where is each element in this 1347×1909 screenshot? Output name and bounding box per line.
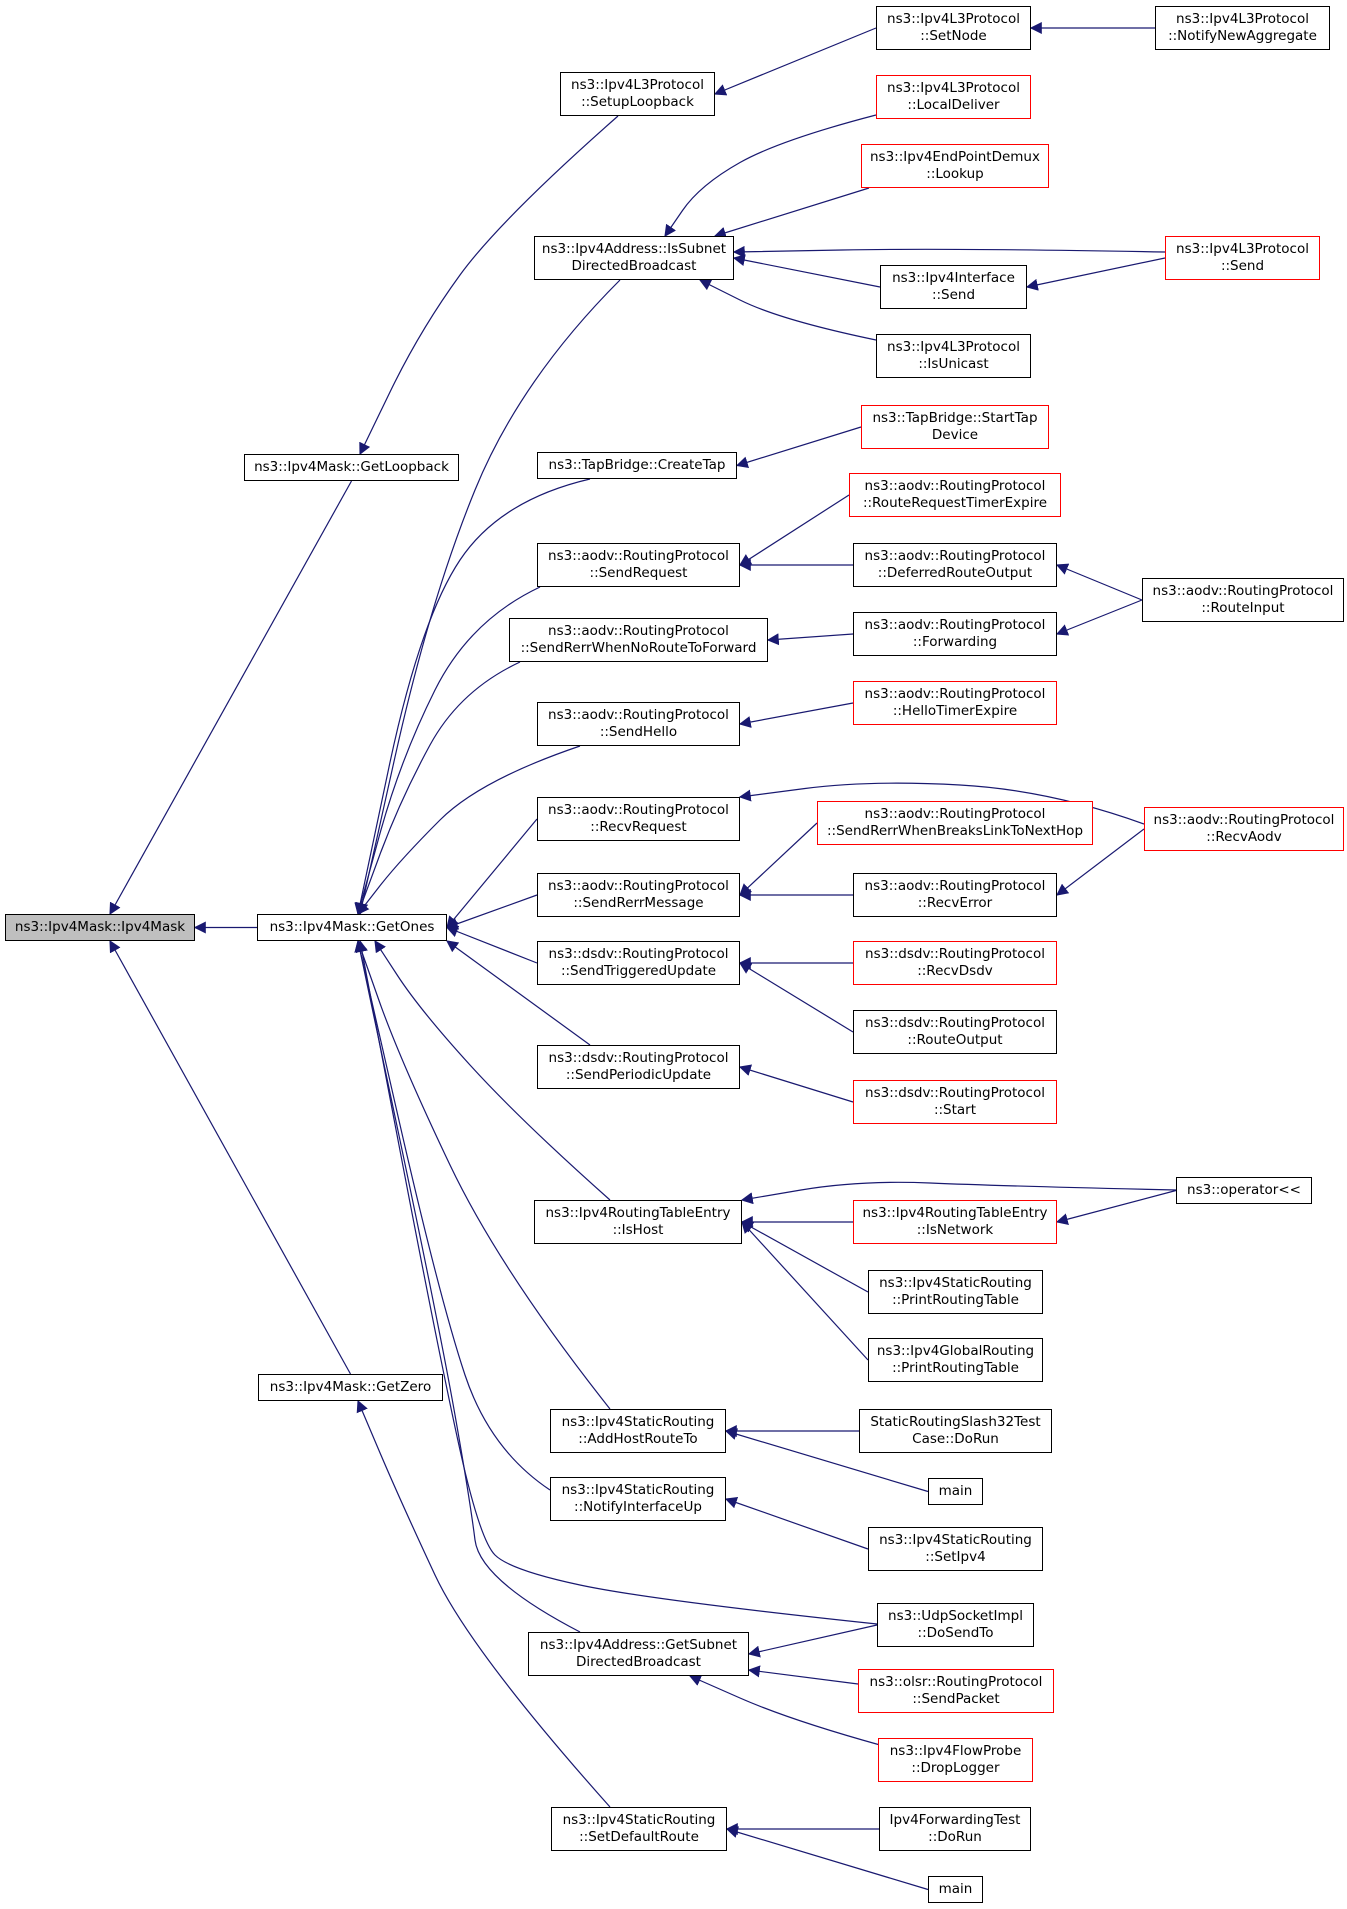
node-createTap[interactable]: ns3::TapBridge::CreateTap bbox=[537, 452, 737, 479]
node-rreqTimer[interactable]: ns3::aodv::RoutingProtocol ::RouteReques… bbox=[849, 473, 1061, 517]
node-root: ns3::Ipv4Mask::Ipv4Mask bbox=[5, 914, 195, 941]
edge-sendRerrMsg-to-getOnes bbox=[445, 894, 538, 930]
edge-getLoopback-to-root bbox=[109, 480, 353, 916]
edge-notifyIfUp-to-getOnes bbox=[354, 939, 551, 1491]
edge-routeInput-to-forwarding bbox=[1055, 599, 1143, 636]
node-rerrNoRoute[interactable]: ns3::aodv::RoutingProtocol ::SendRerrWhe… bbox=[509, 618, 768, 662]
node-sendRerrMsg[interactable]: ns3::aodv::RoutingProtocol ::SendRerrMes… bbox=[537, 873, 740, 917]
edge-staticPrint-to-rteIsHost bbox=[740, 1221, 869, 1293]
edge-rreqTimer-to-sendRequest bbox=[738, 494, 850, 566]
node-dsdvRouteOut[interactable]: ns3::dsdv::RoutingProtocol ::RouteOutput bbox=[853, 1010, 1057, 1054]
node-sendHello[interactable]: ns3::aodv::RoutingProtocol ::SendHello bbox=[537, 702, 740, 746]
node-staticPrint[interactable]: ns3::Ipv4StaticRouting ::PrintRoutingTab… bbox=[868, 1270, 1043, 1314]
edge-l3Send-to-isSubnetDB bbox=[732, 245, 1166, 258]
node-deferred[interactable]: ns3::aodv::RoutingProtocol ::DeferredRou… bbox=[853, 543, 1057, 587]
node-l3Send[interactable]: ns3::Ipv4L3Protocol ::Send bbox=[1165, 236, 1320, 280]
node-main1[interactable]: main bbox=[928, 1478, 983, 1505]
node-globalPrint[interactable]: ns3::Ipv4GlobalRouting ::PrintRoutingTab… bbox=[868, 1338, 1043, 1382]
node-isSubnetDB[interactable]: ns3::Ipv4Address::IsSubnet DirectedBroad… bbox=[534, 236, 734, 280]
node-routeInput[interactable]: ns3::aodv::RoutingProtocol ::RouteInput bbox=[1142, 578, 1344, 622]
node-setDefault[interactable]: ns3::Ipv4StaticRouting ::SetDefaultRoute bbox=[551, 1807, 727, 1851]
edge-dsdvTrig-to-getOnes bbox=[445, 925, 538, 964]
node-sendRequest[interactable]: ns3::aodv::RoutingProtocol ::SendRequest bbox=[537, 543, 740, 587]
edge-addHostRoute-to-getOnes bbox=[355, 939, 611, 1410]
edge-getZero-to-root bbox=[109, 939, 352, 1375]
node-helloTimer[interactable]: ns3::aodv::RoutingProtocol ::HelloTimerE… bbox=[853, 681, 1057, 725]
node-epLookup[interactable]: ns3::Ipv4EndPointDemux ::Lookup bbox=[861, 144, 1049, 188]
edge-dsdvStart-to-dsdvPeriodic bbox=[738, 1064, 854, 1103]
node-isUnicast[interactable]: ns3::Ipv4L3Protocol ::IsUnicast bbox=[876, 334, 1031, 378]
node-rteIsHost[interactable]: ns3::Ipv4RoutingTableEntry ::IsHost bbox=[534, 1200, 742, 1244]
edge-routeInput-to-deferred bbox=[1055, 563, 1143, 601]
edge-setIpv4-to-notifyIfUp bbox=[724, 1496, 869, 1550]
node-getOnes[interactable]: ns3::Ipv4Mask::GetOnes bbox=[257, 914, 447, 941]
edge-main1-to-addHostRoute bbox=[724, 1428, 929, 1493]
edge-main2-to-setDefault bbox=[725, 1826, 929, 1891]
edge-startTap-to-createTap bbox=[735, 426, 862, 469]
edge-udpDoSendTo-to-getOnes bbox=[356, 939, 878, 1625]
node-ifSend[interactable]: ns3::Ipv4Interface ::Send bbox=[880, 265, 1027, 309]
edge-opOut-to-rteIsHost bbox=[740, 1181, 1177, 1205]
edge-setNode-to-setupLoopback bbox=[713, 27, 877, 96]
node-localDeliver[interactable]: ns3::Ipv4L3Protocol ::LocalDeliver bbox=[876, 75, 1031, 119]
edge-setupLoopback-to-getLoopback bbox=[359, 115, 619, 456]
node-getSubnetDB[interactable]: ns3::Ipv4Address::GetSubnet DirectedBroa… bbox=[528, 1632, 749, 1676]
node-setupLoopback[interactable]: ns3::Ipv4L3Protocol ::SetupLoopback bbox=[560, 72, 715, 116]
edge-layer bbox=[109, 22, 1177, 1891]
node-opOut[interactable]: ns3::operator<< bbox=[1176, 1177, 1312, 1204]
edge-dsdvPeriodic-to-getOnes bbox=[446, 940, 591, 1046]
edge-rerrNoRoute-to-getOnes bbox=[356, 661, 521, 916]
node-addHostRoute[interactable]: ns3::Ipv4StaticRouting ::AddHostRouteTo bbox=[550, 1409, 726, 1453]
node-getZero[interactable]: ns3::Ipv4Mask::GetZero bbox=[258, 1374, 443, 1401]
node-notifyNewAgg[interactable]: ns3::Ipv4L3Protocol ::NotifyNewAggregate bbox=[1155, 6, 1330, 50]
edge-helloTimer-to-sendHello bbox=[738, 702, 854, 728]
edge-forwarding-to-rerrNoRoute bbox=[766, 633, 854, 646]
node-setNode[interactable]: ns3::Ipv4L3Protocol ::SetNode bbox=[876, 6, 1031, 50]
edge-ifSend-to-isSubnetDB bbox=[732, 254, 881, 288]
edge-getSubnetDB-to-getOnes bbox=[354, 939, 581, 1633]
node-recvDsdv[interactable]: ns3::dsdv::RoutingProtocol ::RecvDsdv bbox=[853, 941, 1057, 985]
edge-setDefault-to-getZero bbox=[356, 1399, 611, 1808]
edge-dsdvRouteOut-to-dsdvTrig bbox=[738, 962, 854, 1033]
node-notifyIfUp[interactable]: ns3::Ipv4StaticRouting ::NotifyInterface… bbox=[550, 1477, 726, 1521]
edge-rteIsHost-to-getOnes bbox=[374, 939, 611, 1201]
edge-recvAodv-to-recvError bbox=[1056, 828, 1145, 896]
edge-udpDoSendTo-to-getSubnetDB bbox=[747, 1624, 878, 1658]
node-startTap[interactable]: ns3::TapBridge::StartTap Device bbox=[861, 405, 1049, 449]
node-recvError[interactable]: ns3::aodv::RoutingProtocol ::RecvError bbox=[853, 873, 1057, 917]
edge-l3Send-to-ifSend bbox=[1025, 257, 1166, 291]
edge-localDeliver-to-isSubnetDB bbox=[664, 114, 877, 237]
node-flowDrop[interactable]: ns3::Ipv4FlowProbe ::DropLogger bbox=[878, 1738, 1033, 1782]
edge-isUnicast-to-isSubnetDB bbox=[698, 279, 877, 341]
node-rteIsNetwork[interactable]: ns3::Ipv4RoutingTableEntry ::IsNetwork bbox=[853, 1200, 1057, 1244]
edge-epLookup-to-isSubnetDB bbox=[713, 187, 870, 239]
node-dsdvStart[interactable]: ns3::dsdv::RoutingProtocol ::Start bbox=[853, 1080, 1057, 1124]
node-getLoopback[interactable]: ns3::Ipv4Mask::GetLoopback bbox=[244, 454, 459, 481]
edge-olsrSend-to-getSubnetDB bbox=[747, 1665, 859, 1685]
node-olsrSend[interactable]: ns3::olsr::RoutingProtocol ::SendPacket bbox=[858, 1669, 1054, 1713]
edge-createTap-to-getOnes bbox=[354, 478, 591, 916]
edge-opOut-to-rteIsNetwork bbox=[1055, 1189, 1177, 1226]
node-forwarding[interactable]: ns3::aodv::RoutingProtocol ::Forwarding bbox=[853, 612, 1057, 656]
edge-recvRequest-to-getOnes bbox=[446, 818, 538, 929]
node-recvAodv[interactable]: ns3::aodv::RoutingProtocol ::RecvAodv bbox=[1144, 807, 1344, 851]
node-dsdvPeriodic[interactable]: ns3::dsdv::RoutingProtocol ::SendPeriodi… bbox=[537, 1045, 740, 1089]
node-recvRequest[interactable]: ns3::aodv::RoutingProtocol ::RecvRequest bbox=[537, 797, 740, 841]
node-setIpv4[interactable]: ns3::Ipv4StaticRouting ::SetIpv4 bbox=[868, 1527, 1043, 1571]
node-udpDoSendTo[interactable]: ns3::UdpSocketImpl ::DoSendTo bbox=[877, 1603, 1034, 1647]
node-rerrBreaks[interactable]: ns3::aodv::RoutingProtocol ::SendRerrWhe… bbox=[817, 801, 1093, 845]
node-slash32[interactable]: StaticRoutingSlash32Test Case::DoRun bbox=[859, 1409, 1052, 1453]
edge-isSubnetDB-to-getOnes bbox=[356, 279, 621, 916]
edge-sendRequest-to-getOnes bbox=[355, 586, 541, 916]
node-dsdvTrig[interactable]: ns3::dsdv::RoutingProtocol ::SendTrigger… bbox=[537, 941, 740, 985]
edge-flowDrop-to-getSubnetDB bbox=[688, 1674, 881, 1746]
node-fwdTest[interactable]: Ipv4ForwardingTest ::DoRun bbox=[879, 1807, 1031, 1851]
edge-rerrBreaks-to-sendRerrMsg bbox=[739, 822, 818, 896]
edge-sendHello-to-getOnes bbox=[357, 745, 581, 915]
node-main2[interactable]: main bbox=[928, 1876, 983, 1903]
edge-globalPrint-to-rteIsHost bbox=[741, 1221, 869, 1361]
